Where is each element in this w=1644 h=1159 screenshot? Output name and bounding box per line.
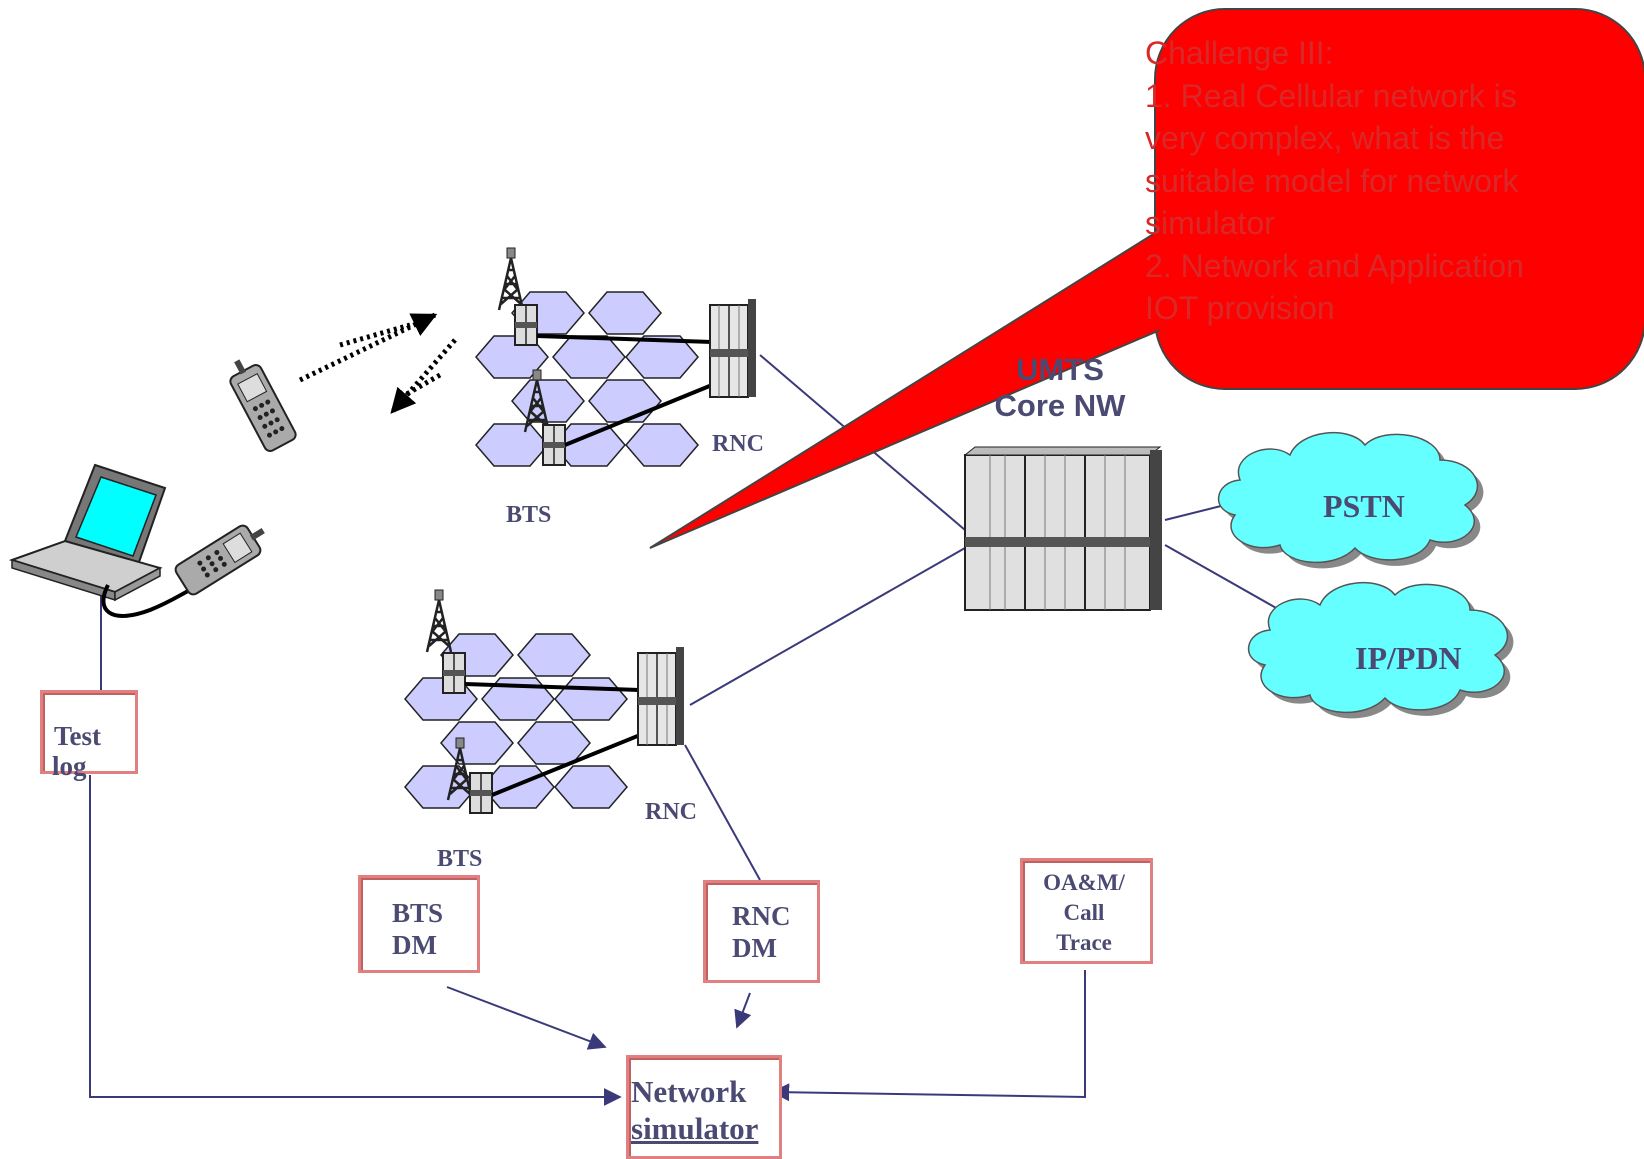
laptop-icon	[8, 463, 191, 618]
oam-line1: OA&M/	[1043, 870, 1125, 895]
callout-text: Challenge III: 1. Real Cellular network …	[1145, 32, 1635, 330]
test-log-box	[40, 690, 138, 774]
callout-line: IOT provision	[1145, 290, 1335, 327]
rnc-label-top: RNC	[712, 431, 764, 457]
test-log-line2: log	[52, 751, 87, 782]
callout-line: simulator	[1145, 205, 1275, 242]
rnc-dm-label: RNC DM	[732, 900, 791, 965]
bts-dm-line1: BTS	[392, 898, 444, 928]
bts-cluster-top	[475, 246, 757, 467]
oam-call-trace-label: OA&M/ Call Trace	[1028, 868, 1140, 958]
ippdn-cloud	[1247, 582, 1514, 719]
network-links	[89, 354, 1316, 1106]
oam-line2: Call	[1063, 899, 1105, 925]
mobile-phone-icon	[229, 359, 297, 452]
bts-label-top: BTS	[506, 502, 552, 528]
core-network-cabinets	[963, 446, 1162, 611]
radio-links	[298, 312, 457, 414]
bts-dm-box	[358, 875, 480, 973]
callout-line: suitable model for network	[1145, 162, 1519, 199]
core-network-label: UMTS Core NW	[985, 352, 1135, 423]
pstn-label: PSTN	[1323, 488, 1405, 524]
oam-line3: Trace	[1056, 929, 1112, 955]
callout-line: Challenge III:	[1145, 35, 1334, 71]
callout-balloon	[649, 8, 1644, 549]
network-simulator-line1: Network	[631, 1074, 747, 1109]
network-simulator-label: Network simulator	[631, 1073, 758, 1147]
rnc-dm-box	[703, 880, 820, 983]
bts-dm-label: BTS DM	[392, 897, 443, 962]
callout-line: 2. Network and Application	[1145, 247, 1524, 284]
core-label-line2: Core NW	[994, 387, 1126, 423]
rnc-label-bottom: RNC	[645, 799, 697, 825]
oam-call-trace-box	[1020, 858, 1153, 964]
rnc-dm-line2: DM	[732, 933, 777, 964]
bts-cluster-bottom	[404, 588, 685, 814]
network-simulator-line2: simulator	[631, 1111, 759, 1147]
test-log-line1: Test	[54, 721, 102, 751]
bts-label-bottom: BTS	[437, 846, 483, 872]
core-label-line1: UMTS	[1016, 352, 1104, 387]
bts-dm-line2: DM	[392, 930, 437, 961]
callout-line: 1. Real Cellular network is	[1145, 77, 1517, 114]
rnc-dm-line1: RNC	[732, 901, 791, 931]
test-phone-icon	[174, 524, 265, 596]
callout-line: very complex, what is the	[1145, 120, 1505, 157]
ippdn-label: IP/PDN	[1355, 640, 1462, 676]
test-log-label: Test log	[52, 720, 102, 783]
network-simulator-box	[626, 1055, 782, 1159]
pstn-cloud	[1217, 432, 1484, 569]
